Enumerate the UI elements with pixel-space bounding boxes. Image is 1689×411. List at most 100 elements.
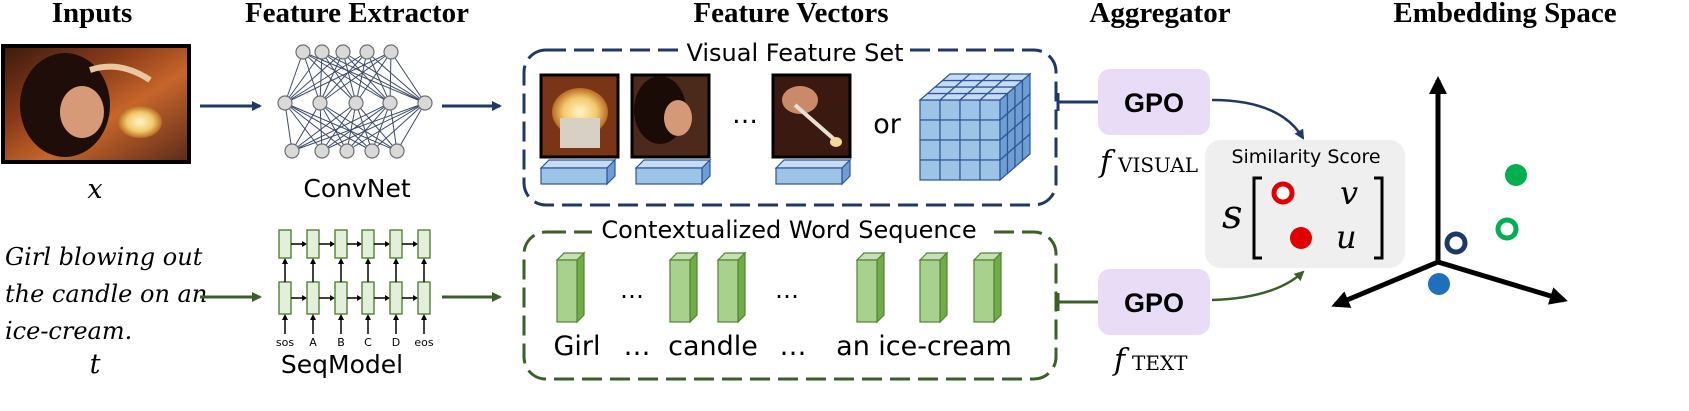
seq-token-c: C	[364, 336, 372, 349]
word-ellipsis-2: …	[775, 276, 799, 304]
convnet-node	[417, 95, 433, 111]
seqmodel-cell	[306, 281, 320, 315]
header-aggregator: Aggregator	[1089, 0, 1230, 29]
convnet-node	[364, 143, 380, 159]
convnet-node	[339, 143, 355, 159]
word-feature-bar	[919, 259, 941, 323]
gpo-text-label: GPO	[1124, 288, 1184, 318]
arrow-gpo-text-to-similarity	[1211, 270, 1305, 302]
similarity-u-symbol: u	[1336, 218, 1357, 256]
similarity-v-symbol: v	[1340, 174, 1358, 212]
seqmodel-cell	[334, 229, 348, 259]
word-candle: candle	[668, 331, 758, 362]
word-an: an	[836, 331, 870, 362]
caption-line-2: the candle on an	[5, 280, 207, 308]
seqmodel-cell	[389, 281, 403, 315]
visual-embedding-point	[1271, 181, 1295, 205]
word-ellipsis-b: …	[780, 331, 807, 362]
visual-feature-bar	[775, 167, 843, 185]
convnet-node	[383, 44, 399, 60]
header-feature-extractor: Feature Extractor	[245, 0, 469, 29]
gpo-text-box	[1098, 269, 1210, 335]
gpo-visual-label: GPO	[1124, 88, 1184, 118]
word-feature-bar	[973, 259, 995, 323]
seq-token-eos: eos	[414, 336, 433, 349]
seq-token-sos: sos	[276, 336, 294, 349]
word-girl: Girl	[553, 331, 600, 362]
f-text-subscript: TEXT	[1132, 351, 1188, 375]
image-symbol: x	[87, 174, 102, 205]
convnet-network	[277, 44, 433, 159]
or-label: or	[873, 109, 902, 140]
similarity-title: Similarity Score	[1231, 146, 1380, 168]
caption-line-1: Girl blowing out	[5, 243, 203, 271]
word-feature-bar	[556, 259, 578, 323]
text-embedding-point	[1290, 227, 1312, 249]
embedding-point-green-hollow	[1495, 217, 1519, 241]
word-ice-cream: ice-cream	[878, 331, 1012, 362]
caption-line-3: ice-cream.	[5, 317, 132, 345]
visual-feature-bar	[635, 167, 703, 185]
seqmodel-cell	[361, 281, 375, 315]
header-inputs: Inputs	[52, 0, 133, 29]
convnet-node	[312, 95, 328, 111]
convnet-node	[284, 143, 300, 159]
word-sequence-title: Contextualized Word Sequence	[601, 216, 976, 244]
header-feature-vectors: Feature Vectors	[693, 0, 888, 29]
convnet-label: ConvNet	[303, 174, 410, 203]
word-feature-bar	[669, 259, 691, 323]
convnet-node	[335, 44, 351, 60]
convnet-node	[314, 44, 330, 60]
similarity-right-bracket	[1374, 176, 1384, 260]
embedding-point-blue-filled	[1428, 273, 1450, 295]
input-image	[1, 44, 191, 164]
region-thumbnail-2	[630, 73, 711, 159]
seqmodel-network	[278, 229, 431, 334]
seqmodel-cell	[278, 229, 292, 259]
seq-token-d: D	[392, 336, 400, 349]
word-feature-bar	[717, 259, 739, 323]
f-text-symbol: f	[1112, 343, 1130, 378]
embedding-point-navy-hollow	[1444, 231, 1468, 255]
grid-feature-cube	[918, 72, 1032, 182]
seqmodel-cell	[417, 281, 431, 315]
seqmodel-cell	[389, 229, 403, 259]
convnet-node	[382, 95, 398, 111]
seqmodel-cell	[334, 281, 348, 315]
visual-feature-set-title: Visual Feature Set	[686, 39, 903, 67]
visual-feature-bars	[539, 158, 852, 186]
seq-token-b: B	[337, 336, 345, 349]
word-ellipsis-a: …	[624, 331, 651, 362]
word-ellipsis-1: …	[620, 276, 644, 304]
embedding-point-green-filled	[1505, 164, 1527, 186]
seqmodel-cell	[361, 229, 375, 259]
similarity-s-symbol: s	[1222, 192, 1243, 238]
convnet-node	[277, 95, 293, 111]
text-symbol: t	[90, 349, 101, 380]
seqmodel-cell	[417, 229, 431, 259]
arrow-gpo-visual-to-similarity	[1211, 98, 1305, 140]
region-thumbnail-3	[771, 73, 852, 159]
seqmodel-label: SeqModel	[281, 350, 403, 379]
word-feature-bars	[555, 251, 1003, 324]
convnet-node	[359, 44, 375, 60]
visual-feature-bar	[540, 167, 608, 185]
similarity-left-bracket	[1252, 176, 1262, 260]
seq-token-a: A	[309, 336, 317, 349]
visual-ellipsis: …	[732, 100, 758, 130]
region-thumbnail-1	[539, 73, 620, 159]
header-embedding-space: Embedding Space	[1393, 0, 1616, 29]
convnet-node	[295, 44, 311, 60]
convnet-node	[348, 95, 364, 111]
seqmodel-cell	[278, 281, 292, 315]
word-feature-bar	[856, 259, 878, 323]
convnet-node	[389, 143, 405, 159]
f-visual-subscript: VISUAL	[1117, 153, 1198, 177]
convnet-node	[314, 143, 330, 159]
embedding-axes	[1331, 76, 1568, 308]
seqmodel-cell	[306, 229, 320, 259]
f-visual-symbol: f	[1098, 145, 1116, 180]
gpo-visual-box	[1098, 69, 1210, 135]
